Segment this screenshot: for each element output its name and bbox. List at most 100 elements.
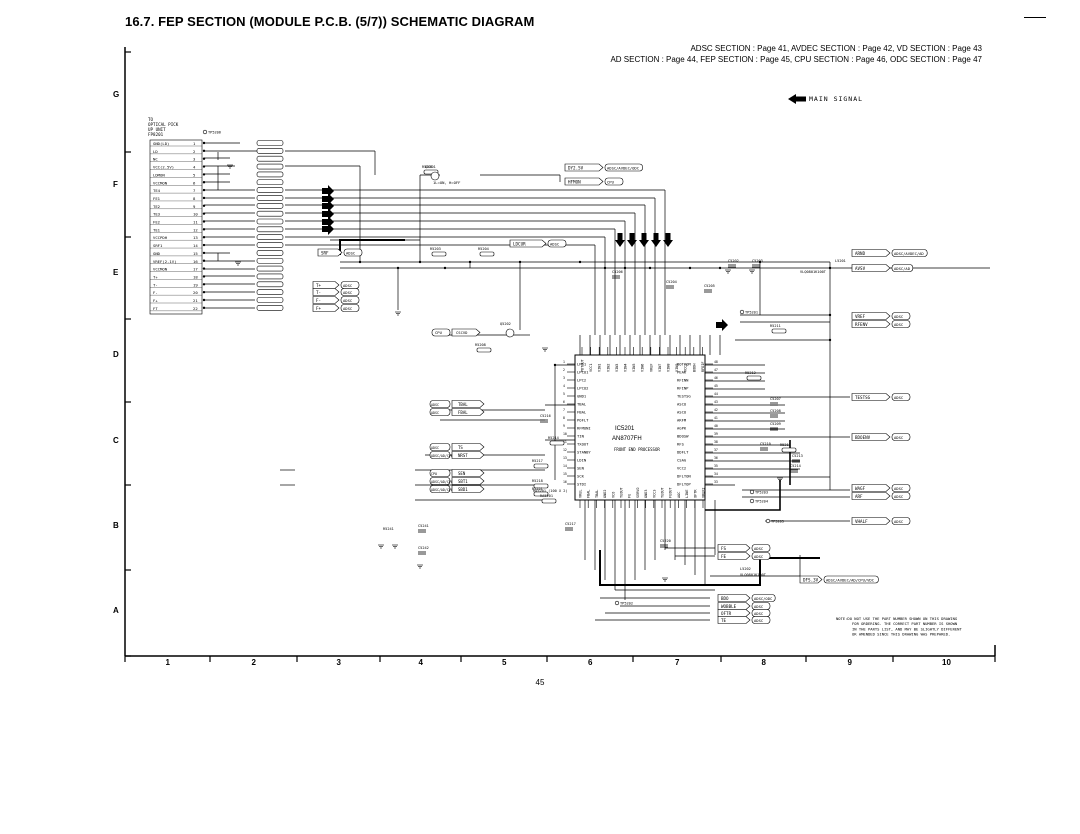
resistor-label-10: R5221 xyxy=(532,487,543,491)
transistor-label-1: Q5202 xyxy=(500,322,511,326)
connector-pin-name-18: T- xyxy=(153,282,158,287)
cpu-src-box xyxy=(431,328,451,337)
resistor-body-2 xyxy=(479,251,495,257)
bottom-signal-tag-1-dest-box xyxy=(751,552,771,560)
ic-left-pin-no-7: 8 xyxy=(563,416,565,420)
row-label-E: E xyxy=(113,268,119,277)
pin-side-tag-3-dest: ADSC xyxy=(343,306,352,311)
capacitor-label-15: C5242 xyxy=(418,546,429,550)
transistor-switch-note: 1L=ON, H=OFF xyxy=(433,180,461,185)
series-resistor-21 xyxy=(256,305,284,311)
capacitor-label-9: C5213 xyxy=(792,454,803,458)
ground-2 xyxy=(378,544,384,549)
bottom-signal-tag-4-dest: ADSC xyxy=(754,611,763,616)
ic-right-pin-no-5: 43 xyxy=(714,400,718,404)
ground-8 xyxy=(662,577,668,582)
connector-pin-no-15: 16 xyxy=(193,259,198,264)
ic-left-pin-9: TIN xyxy=(577,434,585,439)
ic-top-pin-3: VIN2 xyxy=(606,364,610,372)
right-signal-tag-4-dest-box xyxy=(891,393,911,401)
ic-right-pin-2: RFINN xyxy=(677,378,689,383)
ic-right-pin-14: DFLTON xyxy=(677,474,691,479)
row-label-D: D xyxy=(113,350,119,359)
connector-pin-no-7: 8 xyxy=(193,196,196,201)
ic-right-pin-5: ASCO xyxy=(677,402,687,407)
col-label-3: 3 xyxy=(337,658,342,667)
connector-pin-no-20: 21 xyxy=(193,298,198,303)
pin-side-tag-1-label: T- xyxy=(316,290,321,295)
capacitor-label-12: C5217 xyxy=(565,522,576,526)
bottom-signal-tag-1-shape xyxy=(717,552,751,560)
testpoint-0 xyxy=(739,309,745,315)
ic5201-part: AN8707FH xyxy=(612,436,642,442)
ic-left-pin-2: LPC2 xyxy=(577,378,586,383)
junction-dot-12 xyxy=(396,266,400,270)
right-signal-tag-6-shape xyxy=(851,484,891,492)
connector-pin-dot-17 xyxy=(202,275,206,278)
testpoint-label-5: TP5206 xyxy=(208,131,221,135)
series-resistor-7 xyxy=(256,195,284,201)
series-resistor-6 xyxy=(256,187,284,193)
ic-left-pin-no-14: 15 xyxy=(563,472,567,476)
bottom-signal-tag-2-dest: ADSC/ODC xyxy=(754,596,772,601)
ra5201-label: RA5201 (100 X 2) xyxy=(533,489,568,493)
resistor-body-5 xyxy=(746,375,762,381)
ic-right-pin-no-10: 38 xyxy=(714,440,718,444)
main-signal-arrow-4 xyxy=(322,216,334,228)
connector-pin-no-11: 12 xyxy=(193,227,198,232)
right-signal-tag-6-label: WAGF xyxy=(855,486,866,491)
ic-left-pin-no-12: 13 xyxy=(563,456,567,460)
resistor-label-6: R5213 xyxy=(780,443,791,447)
ic-right-pin-13: VCC2 xyxy=(677,466,686,471)
resistor-body-4 xyxy=(771,328,787,334)
capacitor-label-1: C5203 xyxy=(752,259,763,263)
series-resistor-8 xyxy=(256,203,284,209)
connector-pin-name-5: VCCMON xyxy=(153,180,168,185)
left-signal-src-1: ADSC xyxy=(431,411,439,415)
series-resistor-19 xyxy=(256,289,284,295)
testpoint-label-3: TP5204 xyxy=(755,500,768,504)
connector-pin-name-19: F- xyxy=(153,290,158,295)
resistor-label-1: R5203 xyxy=(430,247,441,251)
ic-bottom-pin-14: OFTR xyxy=(693,489,697,498)
top-signal-tag-1-dest: CPU xyxy=(607,179,615,184)
ic-left-pin-no-6: 7 xyxy=(563,408,565,412)
ic-right-pin-9: BDOSW xyxy=(677,434,689,439)
left-signal-src-6: ADSC/AD/CPU xyxy=(431,488,453,492)
right-signal-tag-3-dest: ADSC xyxy=(894,322,903,327)
ic-left-pin-13: SEN xyxy=(577,466,585,471)
left-signal-src-box-6 xyxy=(429,485,451,493)
right-signal-tag-5-dest: ADSC xyxy=(894,435,903,440)
connector-pin-name-16: VCCMON xyxy=(153,267,168,272)
ic-left-pin-no-4: 5 xyxy=(563,392,565,396)
main-signal-down-arrow-4 xyxy=(663,233,673,247)
testpoint-label-4: TP5205 xyxy=(771,520,784,524)
capacitor-label-2: C5204 xyxy=(666,280,677,284)
ic-left-pin-no-9: 10 xyxy=(563,432,567,436)
pin-side-tag-3-shape xyxy=(312,304,340,312)
series-resistor-9 xyxy=(256,210,284,217)
pin-side-tag-2-shape xyxy=(312,296,340,304)
ic-left-pin-8: RFMONI xyxy=(577,426,591,431)
main-signal-down-arrow-2 xyxy=(639,233,649,247)
right-signal-tag-3-shape xyxy=(851,320,891,328)
main-signal-arrow-0 xyxy=(322,185,334,197)
capacitor-label-3: C5205 xyxy=(704,284,715,288)
testpoint-1 xyxy=(614,600,620,606)
ic-right-pin-no-6: 42 xyxy=(714,408,718,412)
right-signal-tag-7-label: ARF xyxy=(855,494,863,499)
series-resistor-11 xyxy=(256,226,284,233)
right-signal-tag-0-dest: ADSC/AVDEC/AD xyxy=(894,251,924,256)
ground-5 xyxy=(395,311,401,316)
ic-right-pin-11: DDFLT xyxy=(677,450,689,455)
ic-right-pin-3: RFINP xyxy=(677,386,689,391)
capacitor-label-5: C5207 xyxy=(770,397,781,401)
ic-left-pin-6: FBAL xyxy=(577,410,587,415)
row-label-A: A xyxy=(113,606,119,615)
ic-bottom-pin-9: VCC3 xyxy=(652,490,656,498)
ic-bottom-pin-0: VREL xyxy=(579,490,583,498)
col-label-9: 9 xyxy=(848,658,853,667)
